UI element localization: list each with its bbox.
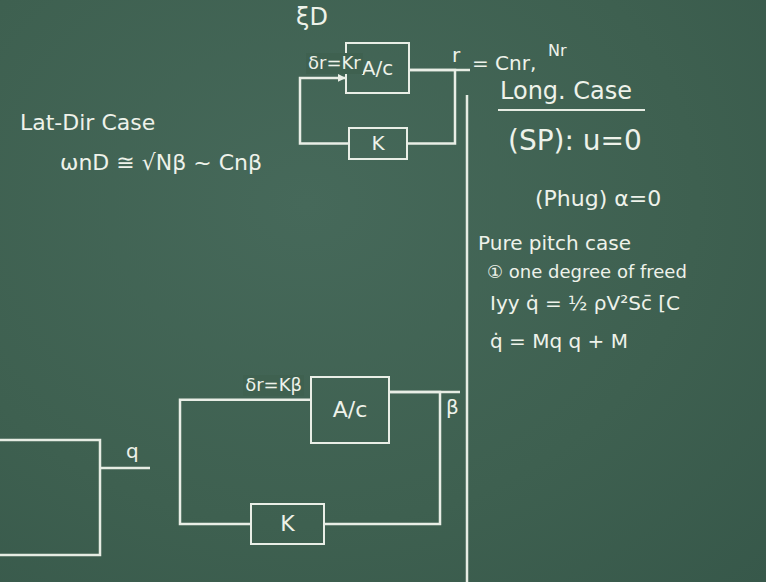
chalk-note: Lat-Dir Case	[20, 110, 155, 135]
chalk-note: (SP): u=0	[508, 125, 642, 157]
underline	[498, 109, 645, 111]
chalk-note: ξD	[296, 4, 328, 32]
feedback-line	[180, 400, 310, 524]
chalk-note: β	[446, 396, 459, 419]
chalk-note: Nr	[548, 42, 567, 60]
block-label: A/c	[333, 397, 368, 422]
feedback-line	[325, 392, 440, 524]
block-box: K	[348, 127, 408, 160]
chalk-note: q̇ = Mq q + M	[490, 330, 628, 353]
block-label: K	[280, 511, 294, 536]
block-label: K	[371, 132, 384, 155]
chalk-note: = Cnr,	[472, 52, 536, 75]
partial-block	[0, 440, 100, 555]
chalk-note: Pure pitch case	[478, 232, 631, 255]
input-label: δr=Kr	[306, 53, 363, 74]
feedback-line	[408, 70, 455, 143]
feedback-line	[300, 78, 348, 144]
chalk-note: ① one degree of freed	[487, 262, 687, 283]
chalk-note: Long. Case	[500, 78, 632, 106]
chalk-note: q	[126, 440, 139, 463]
output-line	[100, 467, 150, 470]
chalk-note: Iyy q̇ = ½ ρV²Sc̄ [C	[490, 292, 680, 315]
chalk-note: (Phug) α=0	[535, 186, 661, 211]
divider-line	[466, 95, 469, 582]
block-box: A/c	[310, 376, 390, 444]
chalk-note: ωnD ≅ √Nβ ~ Cnβ	[60, 150, 262, 175]
block-box: K	[250, 503, 325, 545]
chalk-note: r	[452, 44, 460, 67]
input-label: δr=Kβ	[243, 375, 304, 396]
block-label: A/c	[362, 57, 393, 80]
